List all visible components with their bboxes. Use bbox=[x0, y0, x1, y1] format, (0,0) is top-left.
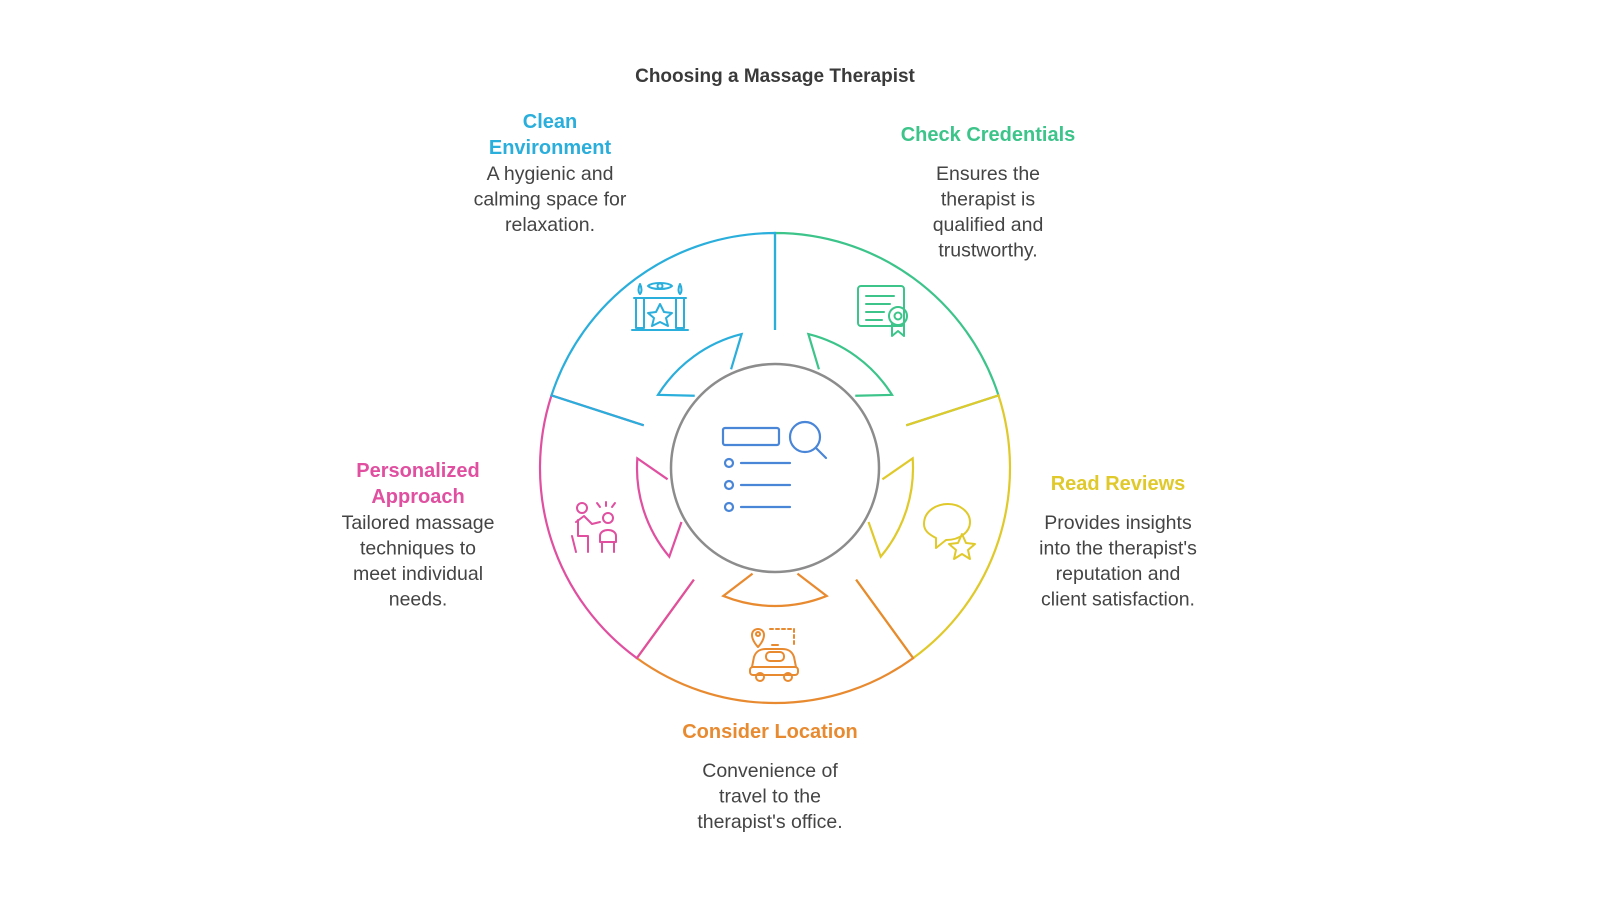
segment-inner-tab bbox=[806, 332, 894, 397]
segment-outer-arc bbox=[538, 393, 695, 660]
segment-heading: Clean bbox=[523, 111, 577, 133]
segment-description-line: needs. bbox=[389, 589, 448, 611]
segment-description-line: meet individual bbox=[353, 563, 483, 585]
search-checklist-icon bbox=[721, 420, 828, 513]
segment-description-line: travel to the bbox=[719, 786, 821, 808]
therapist-client-icon bbox=[571, 501, 617, 553]
segment-consider-location bbox=[635, 572, 915, 705]
segment-heading: Environment bbox=[489, 137, 612, 159]
car-location-icon bbox=[749, 628, 799, 682]
segment-description-line: relaxation. bbox=[505, 214, 595, 236]
segment-description-line: techniques to bbox=[360, 538, 476, 560]
segment-heading: Personalized bbox=[356, 460, 479, 482]
segment-heading: Check Credentials bbox=[901, 124, 1076, 146]
center-circle bbox=[669, 362, 881, 574]
segment-description-line: reputation and bbox=[1056, 563, 1181, 585]
segment-description-line: therapist's office. bbox=[697, 811, 842, 833]
certificate-icon bbox=[857, 285, 908, 337]
segments-group bbox=[538, 231, 1012, 705]
segment-read-reviews bbox=[855, 393, 1012, 660]
segment-description-line: qualified and bbox=[933, 214, 1044, 236]
segment-description-line: therapist is bbox=[941, 189, 1036, 211]
segment-outer-arc bbox=[550, 231, 777, 427]
segment-inner-tab bbox=[867, 456, 915, 559]
segment-outer-arc bbox=[773, 231, 1000, 427]
segment-description-line: into the therapist's bbox=[1039, 538, 1197, 560]
segment-heading: Consider Location bbox=[682, 721, 858, 743]
segment-check-credentials bbox=[773, 231, 1000, 427]
segment-heading: Read Reviews bbox=[1051, 473, 1186, 495]
segment-description-line: Convenience of bbox=[702, 760, 838, 782]
segment-description-line: A hygienic and bbox=[487, 163, 614, 185]
segment-outer-arc bbox=[635, 578, 915, 705]
chat-star-icon bbox=[923, 503, 976, 560]
segment-description-line: trustworthy. bbox=[938, 240, 1037, 262]
segment-inner-tab bbox=[656, 332, 744, 397]
diagram-title: Choosing a Massage Therapist bbox=[635, 66, 915, 87]
segment-description-line: Tailored massage bbox=[342, 512, 495, 534]
segment-outer-arc bbox=[855, 393, 1012, 660]
spa-altar-icon bbox=[631, 282, 689, 331]
segment-description-line: calming space for bbox=[474, 189, 627, 211]
segment-clean-environment bbox=[550, 231, 777, 427]
segment-description-line: Provides insights bbox=[1044, 512, 1192, 534]
segment-heading: Approach bbox=[371, 486, 464, 508]
segment-inner-tab bbox=[721, 572, 829, 608]
segment-personalized-approach bbox=[538, 393, 695, 660]
segment-inner-tab bbox=[635, 456, 683, 559]
segment-description-line: Ensures the bbox=[936, 163, 1040, 185]
segment-description-line: client satisfaction. bbox=[1041, 589, 1195, 611]
